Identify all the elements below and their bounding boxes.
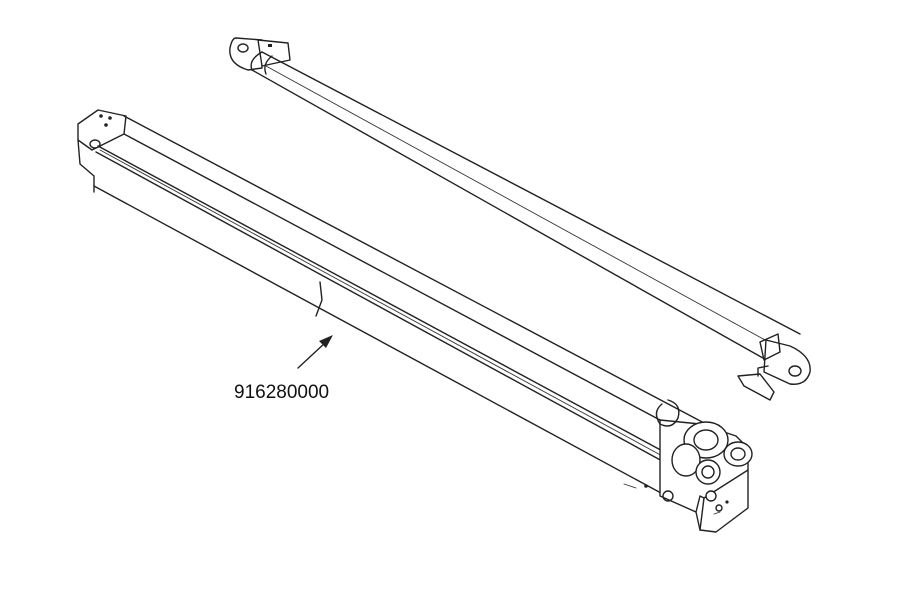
boom-face-hole-2 [725, 500, 729, 504]
boom-rod-top [97, 145, 669, 455]
boom-top-edge [123, 115, 707, 425]
boom-housing-hole [662, 490, 674, 502]
cylinder-rear-cap [250, 51, 263, 71]
boom-left-face [77, 139, 95, 187]
boom-left-bolt-1 [99, 114, 103, 118]
boom-grease-fitting [705, 490, 717, 502]
cylinder-rod-flange [759, 333, 781, 361]
boom-retaining-ring [655, 399, 680, 427]
cylinder-rear-block [257, 39, 291, 67]
part-number-label: 916280000 [234, 382, 329, 403]
cylinder-barrel-top [261, 51, 801, 335]
boom-break-line [315, 281, 323, 317]
cylinder-mount-bracket [737, 373, 775, 401]
cylinder-rear-pin-hole [237, 43, 249, 53]
boom-sheave-front-hub [701, 465, 715, 479]
boom-face-mark [713, 511, 721, 515]
boom-section [77, 109, 753, 533]
boom-rod-bottom [95, 151, 665, 463]
cylinder-barrel-midline [265, 65, 777, 347]
boom-housing-dot [644, 484, 648, 488]
cylinder-rear-clevis [229, 37, 263, 71]
boom-right-side-notch [695, 495, 705, 513]
boom-front-edge [93, 185, 697, 513]
cylinder-bolt [268, 44, 272, 47]
cylinder-barrel-bottom [251, 69, 771, 363]
boom-sheave-lower [671, 443, 701, 477]
hydraulic-cylinder [229, 37, 811, 401]
cylinder-mount-bracket-leg [757, 365, 769, 377]
boom-left-bolt-3 [104, 123, 108, 127]
boom-face-hole-1 [715, 504, 723, 512]
boom-sheave-front [695, 459, 721, 485]
boom-sheave-upper-hub [693, 429, 719, 451]
cylinder-rear-ring [264, 55, 273, 75]
cylinder-rod-end [763, 339, 811, 385]
part-callout: 916280000 [234, 335, 333, 403]
boom-upper-edge [123, 133, 661, 421]
boom-sheave-right-hub [730, 447, 746, 461]
boom-housing-tick [623, 483, 637, 489]
boom-rod-center [99, 149, 667, 459]
cylinder-rod-eye-hole [788, 365, 802, 377]
boom-left-bolt-2 [108, 116, 112, 120]
callout-arrow-head [319, 335, 333, 348]
callout-arrow-shaft [297, 341, 327, 369]
